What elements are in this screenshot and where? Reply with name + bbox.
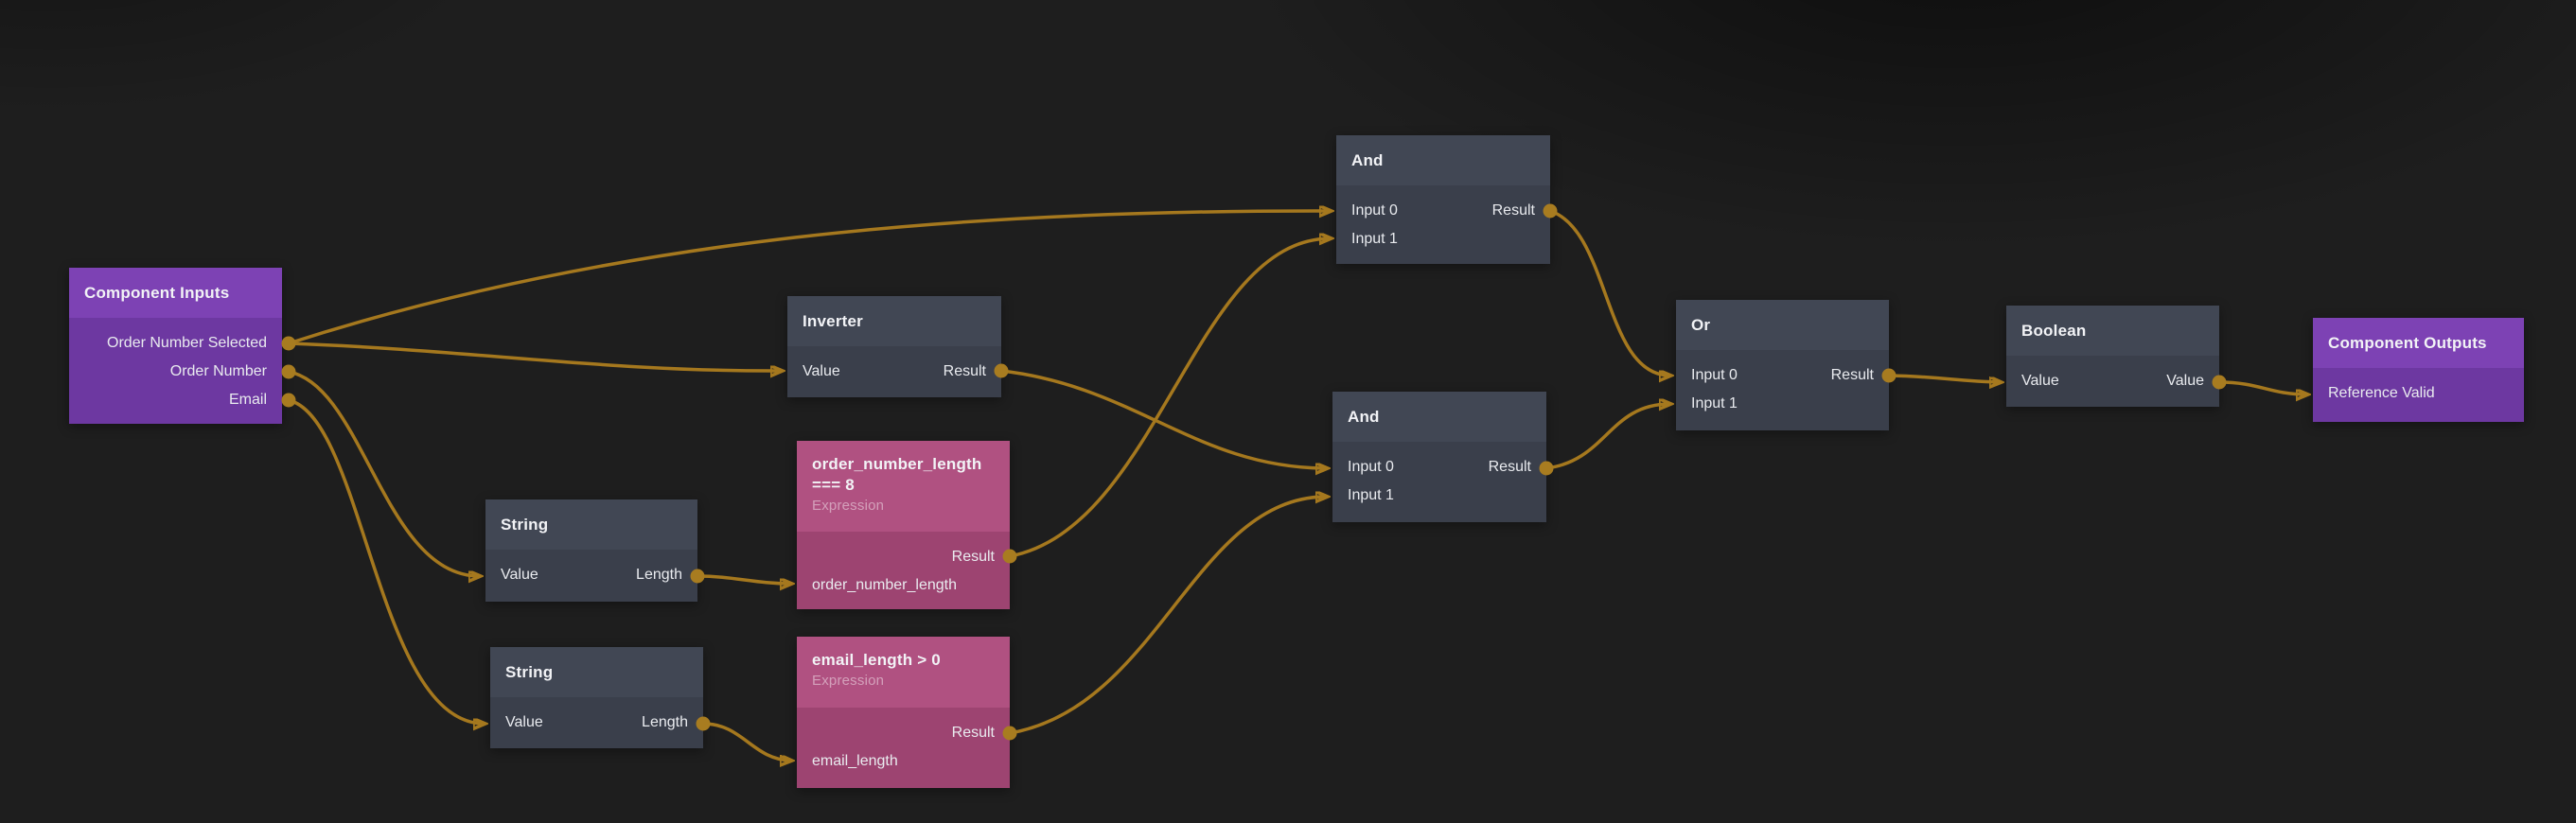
node-and-1[interactable]: And Input 0 Result Input 1 bbox=[1336, 135, 1550, 264]
wire bbox=[288, 341, 782, 371]
wire bbox=[1888, 374, 2001, 382]
port-input-email-length[interactable]: email_length bbox=[812, 753, 898, 769]
port-output-result[interactable]: Result bbox=[1830, 367, 1874, 383]
wire bbox=[1000, 369, 1327, 468]
port-input-0[interactable]: Input 0 bbox=[1691, 367, 1738, 383]
port-output-result[interactable]: Result bbox=[943, 363, 986, 379]
port-input-1[interactable]: Input 1 bbox=[1348, 487, 1394, 503]
port-output-result[interactable]: Result bbox=[951, 549, 995, 565]
wire bbox=[1549, 209, 1670, 376]
port-input-1[interactable]: Input 1 bbox=[1691, 395, 1738, 412]
wire bbox=[1545, 404, 1670, 470]
node-expression-email-length[interactable]: email_length > 0 Expression Result email… bbox=[797, 637, 1010, 788]
node-component-inputs[interactable]: Component Inputs Order Number Selected O… bbox=[69, 268, 282, 424]
port-output-length[interactable]: Length bbox=[636, 567, 682, 583]
node-expression-order-number-length[interactable]: order_number_length === 8 Expression Res… bbox=[797, 441, 1010, 609]
port-output-result[interactable]: Result bbox=[1488, 459, 1531, 475]
port-output-length[interactable]: Length bbox=[642, 714, 688, 730]
wire bbox=[2218, 380, 2307, 394]
node-title: Component Outputs bbox=[2313, 318, 2524, 368]
node-string-2[interactable]: String Value Length bbox=[490, 647, 703, 748]
port-output-order-number-selected[interactable]: Order Number Selected bbox=[107, 335, 267, 351]
port-input-value[interactable]: Value bbox=[2021, 373, 2059, 389]
node-title: String bbox=[485, 499, 697, 550]
node-title: Inverter bbox=[787, 296, 1001, 346]
output-port-dot bbox=[281, 336, 296, 351]
wire bbox=[1009, 238, 1331, 558]
node-inverter[interactable]: Inverter Value Result bbox=[787, 296, 1001, 397]
port-output-value[interactable]: Value bbox=[2166, 373, 2204, 389]
node-subtitle: Expression bbox=[812, 498, 885, 514]
node-component-outputs[interactable]: Component Outputs Reference Valid bbox=[2313, 318, 2524, 422]
port-output-email[interactable]: Email bbox=[228, 392, 267, 408]
port-input-1[interactable]: Input 1 bbox=[1351, 231, 1398, 247]
wire bbox=[697, 574, 791, 584]
node-title: String bbox=[490, 647, 703, 697]
wire bbox=[1009, 497, 1327, 735]
port-input-reference-valid[interactable]: Reference Valid bbox=[2328, 385, 2435, 401]
node-title: Boolean bbox=[2006, 306, 2219, 356]
port-input-value[interactable]: Value bbox=[505, 714, 543, 730]
port-output-result[interactable]: Result bbox=[1491, 202, 1535, 219]
node-string-1[interactable]: String Value Length bbox=[485, 499, 697, 602]
port-input-order-number-length[interactable]: order_number_length bbox=[812, 577, 957, 593]
output-port-dot bbox=[281, 364, 296, 379]
output-port-dot bbox=[281, 393, 296, 408]
node-subtitle: Expression bbox=[812, 673, 885, 689]
node-title: And bbox=[1332, 392, 1546, 442]
node-boolean[interactable]: Boolean Value Value bbox=[2006, 306, 2219, 407]
node-or[interactable]: Or Input 0 Result Input 1 bbox=[1676, 300, 1889, 430]
node-and-2[interactable]: And Input 0 Result Input 1 bbox=[1332, 392, 1546, 522]
wire bbox=[288, 398, 485, 724]
node-title: email_length > 0 bbox=[812, 651, 941, 669]
port-output-order-number[interactable]: Order Number bbox=[169, 363, 267, 379]
port-output-result[interactable]: Result bbox=[951, 725, 995, 741]
port-input-value[interactable]: Value bbox=[803, 363, 840, 379]
node-title: Or bbox=[1676, 300, 1889, 350]
node-title: And bbox=[1336, 135, 1550, 185]
port-input-0[interactable]: Input 0 bbox=[1351, 202, 1398, 219]
node-title: Component Inputs bbox=[69, 268, 282, 318]
wire bbox=[702, 722, 791, 761]
wire bbox=[288, 370, 480, 576]
node-title: order_number_length === 8 bbox=[812, 455, 982, 494]
port-input-0[interactable]: Input 0 bbox=[1348, 459, 1394, 475]
port-input-value[interactable]: Value bbox=[501, 567, 538, 583]
